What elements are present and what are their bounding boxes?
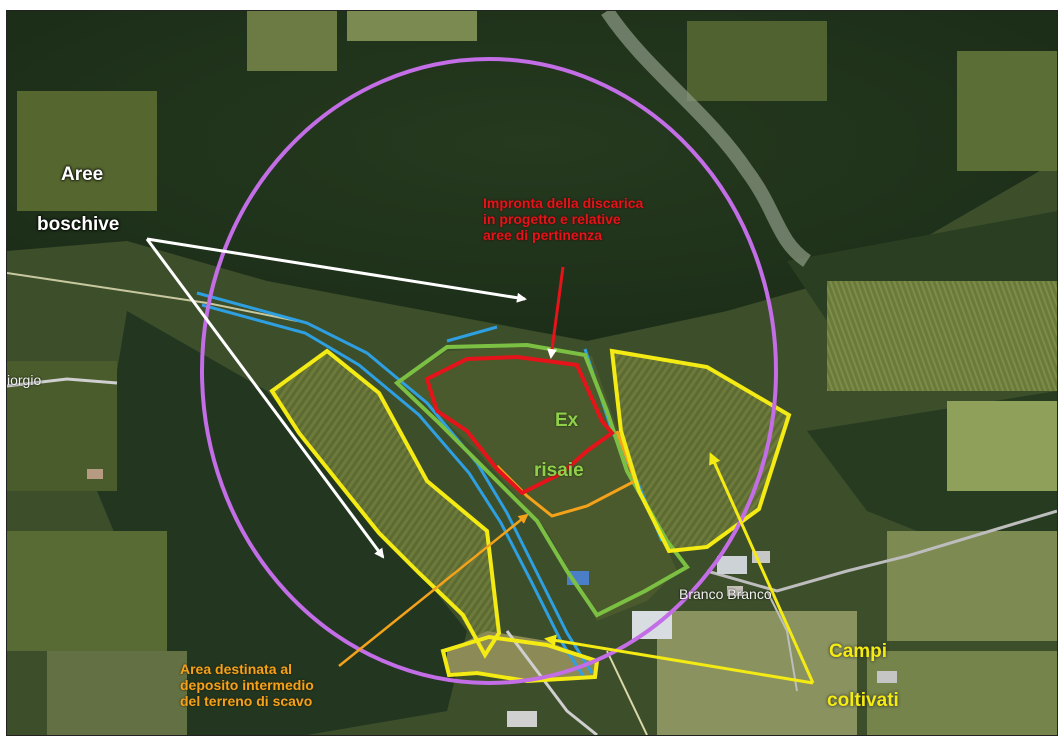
building: [87, 469, 103, 479]
label-coltivati: coltivati: [827, 690, 899, 711]
road: [7, 272, 298, 322]
building: [507, 711, 537, 727]
field: [347, 11, 477, 41]
road: [505, 630, 598, 735]
building: [877, 671, 897, 683]
boundary-field-west: [269, 348, 502, 659]
boundary-landfill: [424, 354, 615, 496]
arrow-area-deposito: [338, 513, 529, 667]
arrow-boschive-south: [145, 238, 385, 559]
road: [766, 590, 798, 692]
forest-west: [97, 311, 467, 735]
field: [47, 651, 187, 735]
label-boschive: boschive: [37, 214, 120, 235]
arrow-boschive-north: [146, 237, 527, 303]
label-impronta-2: in progetto e relative: [483, 211, 621, 227]
place-name-giorgio: iorgio: [7, 372, 42, 388]
field: [247, 11, 337, 71]
label-area-3: del terreno di scavo: [180, 693, 313, 709]
building: [717, 556, 747, 574]
field-east: [612, 351, 787, 551]
field: [687, 21, 827, 101]
boundary-field-east: [609, 348, 792, 554]
riverbed: [601, 11, 812, 267]
field: [947, 401, 1057, 491]
field: [887, 531, 1057, 641]
label-ex: Ex: [555, 410, 579, 431]
field: [7, 531, 167, 651]
buffer-circle: [200, 57, 778, 685]
label-area-2: deposito intermedio: [180, 677, 314, 693]
label-campi: Campi: [829, 641, 888, 662]
satellite-map: [7, 11, 1057, 735]
channel-blue: [446, 325, 498, 343]
road: [706, 509, 1057, 593]
field: [867, 651, 1057, 735]
label-area-1: Area destinata al: [180, 661, 293, 677]
field-south: [447, 631, 597, 679]
field: [827, 281, 1057, 391]
label-risaie: risaie: [534, 460, 584, 481]
place-name-branco: Branco Branco: [679, 586, 772, 602]
arrow-impronta: [547, 266, 565, 359]
field: [957, 51, 1057, 171]
channel-blue: [201, 303, 587, 680]
road: [7, 377, 118, 388]
boundary-field-south: [440, 634, 600, 684]
road: [606, 650, 648, 735]
label-aree: Aree: [61, 164, 104, 185]
label-impronta-1: Impronta della discarica: [483, 195, 644, 211]
label-impronta-3: aree di pertinenza: [483, 227, 603, 243]
arrow-campi-south: [544, 634, 814, 685]
building: [727, 586, 743, 596]
field-west: [272, 351, 497, 651]
field: [17, 91, 157, 211]
arrow-campi-east: [709, 452, 815, 684]
boundary-ex-risaie: [393, 342, 690, 618]
map-viewport[interactable]: Aree boschive Impronta della discarica i…: [6, 10, 1058, 736]
